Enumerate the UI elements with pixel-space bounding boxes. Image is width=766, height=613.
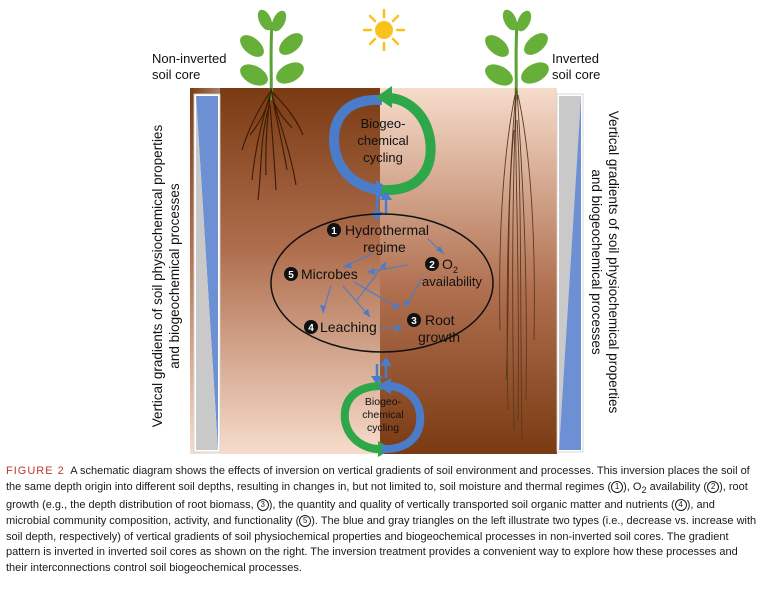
svg-text:4: 4 [308, 323, 314, 334]
svg-text:availability: availability [422, 274, 482, 289]
plant-icon [240, 9, 304, 101]
svg-text:2: 2 [453, 265, 458, 275]
process-leaching: 4 Leaching [304, 319, 377, 335]
right-vertical-label: Vertical gradients of soil physiochemica… [589, 111, 621, 414]
process-hydrothermal: 1 Hydrothermal regime [327, 222, 429, 255]
caption-text: ), O [623, 480, 642, 493]
svg-text:O: O [442, 256, 453, 272]
svg-text:regime: regime [363, 239, 406, 255]
circled-number: 2 [707, 480, 720, 493]
caption-text: ), the quantity and quality of verticall… [268, 499, 675, 512]
svg-text:Vertical gradients of soil phy: Vertical gradients of soil physiochemica… [150, 125, 165, 428]
svg-text:2: 2 [429, 260, 435, 271]
right-gradient-triangles [556, 93, 584, 453]
caption-text: ). The blue and gray triangles on the le… [6, 514, 757, 574]
inverted-label: Inverted soil core [552, 51, 600, 82]
figure-label: FIGURE 2 [6, 465, 65, 477]
process-root-growth: 3 Root growth [407, 312, 460, 345]
svg-text:Microbes: Microbes [301, 266, 358, 282]
svg-text:Vertical gradients of soil phy: Vertical gradients of soil physiochemica… [606, 111, 621, 414]
svg-text:Hydrothermal: Hydrothermal [345, 222, 429, 238]
svg-text:and biogeochemical processes: and biogeochemical processes [167, 183, 182, 369]
subscript: 2 [641, 484, 647, 495]
circled-number: 3 [256, 499, 269, 512]
svg-text:Biogeo-: Biogeo- [365, 396, 402, 408]
non-inverted-label: Non-inverted soil core [152, 51, 226, 82]
process-microbes: 5 Microbes [284, 266, 358, 282]
svg-text:cycling: cycling [367, 422, 399, 434]
svg-text:soil core: soil core [152, 67, 200, 82]
svg-text:chemical: chemical [357, 133, 408, 148]
top-cycling-arrows: Biogeo- chemical cycling [329, 86, 436, 200]
process-o2-availability: 2 O 2 availability [422, 256, 482, 289]
svg-text:cycling: cycling [363, 150, 403, 165]
svg-text:soil core: soil core [552, 67, 600, 82]
plant-icon [485, 9, 549, 101]
caption-text: availability ( [646, 480, 708, 493]
svg-text:Non-inverted: Non-inverted [152, 51, 226, 66]
caption-text: ), and microbial community composition, … [6, 499, 715, 527]
svg-text:Leaching: Leaching [320, 319, 377, 335]
figure-caption: FIGURE 2 A schematic diagram shows the e… [6, 464, 760, 576]
circled-number: 4 [674, 499, 687, 512]
svg-text:5: 5 [288, 270, 294, 281]
svg-text:1: 1 [331, 226, 337, 237]
caption-text: A schematic diagram shows the effects of… [6, 465, 750, 493]
left-vertical-label: Vertical gradients of soil physiochemica… [150, 125, 182, 428]
left-gradient-triangles [193, 93, 221, 453]
bottom-exchange-arrows [371, 357, 392, 385]
svg-text:growth: growth [418, 329, 460, 345]
caption-text: ), root growth (e.g., the depth distribu… [6, 480, 748, 512]
circled-number: 1 [611, 480, 624, 493]
circled-number: 5 [299, 514, 312, 527]
process-network: 1 Hydrothermal regime 2 O 2 availability… [270, 213, 494, 353]
sun-icon [362, 8, 406, 52]
svg-text:Inverted: Inverted [552, 51, 599, 66]
svg-text:Biogeo-: Biogeo- [361, 116, 406, 131]
right-roots [499, 87, 535, 441]
left-roots [241, 87, 304, 201]
schematic-figure: Non-inverted soil core Inverted soil cor… [150, 8, 621, 457]
svg-text:Root: Root [425, 312, 455, 328]
svg-text:and biogeochemical processes: and biogeochemical processes [589, 169, 604, 355]
svg-text:3: 3 [411, 316, 417, 327]
bottom-cycling-arrows: Biogeo- chemical cycling [340, 378, 425, 457]
svg-text:chemical: chemical [362, 409, 403, 421]
